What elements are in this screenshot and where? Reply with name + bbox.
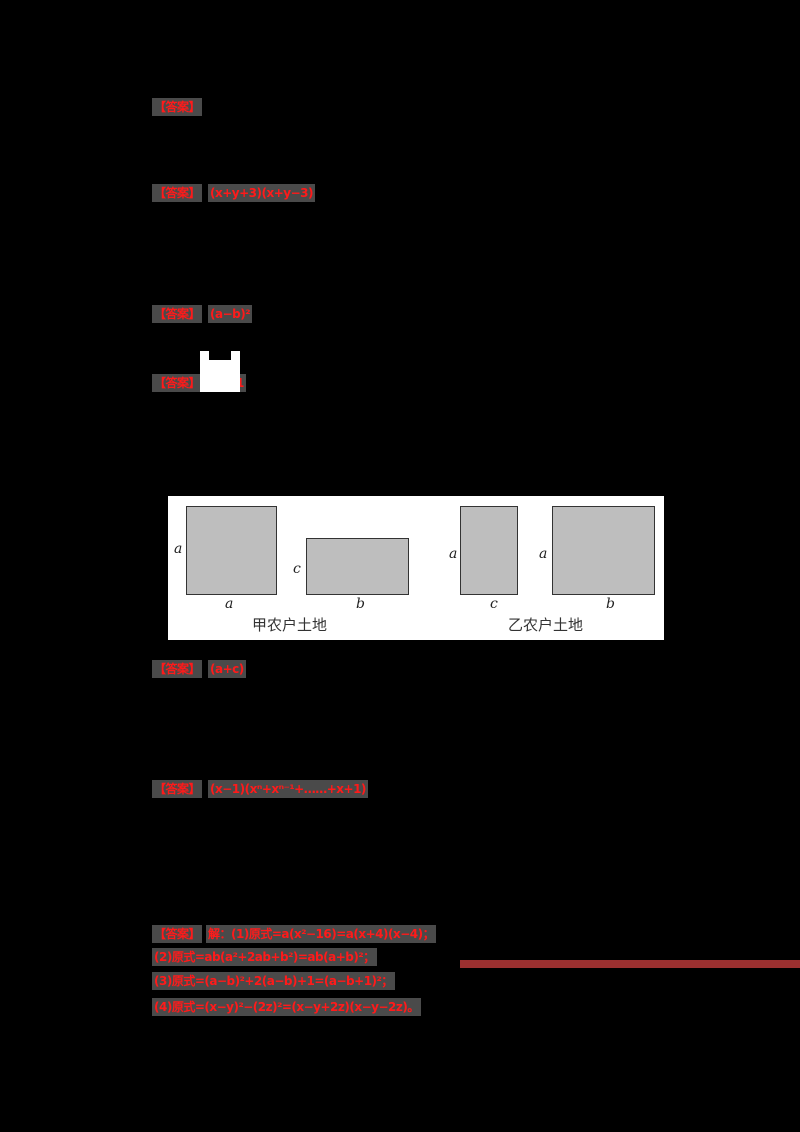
answer-5: 【答案】 (a+c) <box>152 660 246 678</box>
answer-label: 【答案】 <box>152 98 203 116</box>
solution-line-4: (4)原式=(x−y)²−(2z)²=(x−y+2z)(x−y−2z)。 <box>152 998 421 1016</box>
answer-label: 【答案】 <box>152 374 203 392</box>
answer-value: (a−b)² <box>208 305 252 323</box>
red-rule <box>460 960 800 968</box>
label-a: a <box>174 541 183 557</box>
caption-right: 乙农户土地 <box>508 616 584 634</box>
label-b: b <box>606 596 615 612</box>
answer-6: 【答案】 (x−1)(xⁿ+xⁿ⁻¹+……+x+1) <box>152 780 368 798</box>
solution-text: 解：(1)原式=a(x²−16)=a(x+4)(x−4)； <box>206 925 437 943</box>
answer-label: 【答案】 <box>152 184 203 202</box>
answer-label: 【答案】 <box>152 780 203 798</box>
solution-text: (3)原式=(a−b)²+2(a−b)+1=(a−b+1)²； <box>152 972 395 990</box>
label-c: c <box>490 596 498 612</box>
caption-left: 甲农户土地 <box>252 616 328 634</box>
answer-value: (a+c) <box>208 660 246 678</box>
rect-a-c <box>460 506 518 595</box>
solution-text: (2)原式=ab(a²+2ab+b²)=ab(a+b)²； <box>152 948 377 966</box>
answer-3: 【答案】 (a−b)² <box>152 305 252 323</box>
answer-1: 【答案】 <box>152 98 203 116</box>
label-a: a <box>225 596 234 612</box>
label-a: a <box>449 546 458 562</box>
solution-line-3: (3)原式=(a−b)²+2(a−b)+1=(a−b+1)²； <box>152 972 395 990</box>
solution-line-2: (2)原式=ab(a²+2ab+b²)=ab(a+b)²； <box>152 948 377 966</box>
label-a: a <box>539 546 548 562</box>
label-c: c <box>293 561 301 577</box>
label-b: b <box>356 596 365 612</box>
land-figure: a a c b 甲农户土地 a c a b 乙农户土地 <box>168 496 664 640</box>
answer-value: (x+y+3)(x+y−3) <box>208 184 315 202</box>
answer-2: 【答案】 (x+y+3)(x+y−3) <box>152 184 315 202</box>
answer-value: (x−1)(xⁿ+xⁿ⁻¹+……+x+1) <box>208 780 368 798</box>
answer-label: 【答案】 <box>152 305 203 323</box>
white-notch-shape <box>200 351 240 392</box>
square-a-a <box>186 506 277 595</box>
answer-label: 【答案】 <box>152 660 203 678</box>
solution-text: (4)原式=(x−y)²−(2z)²=(x−y+2z)(x−y−2z)。 <box>152 998 421 1016</box>
solution-label: 【答案】 <box>152 925 203 943</box>
rect-a-b <box>552 506 655 595</box>
solution-line-1: 【答案】 解：(1)原式=a(x²−16)=a(x+4)(x−4)； <box>152 925 437 943</box>
rect-c-b <box>306 538 409 595</box>
